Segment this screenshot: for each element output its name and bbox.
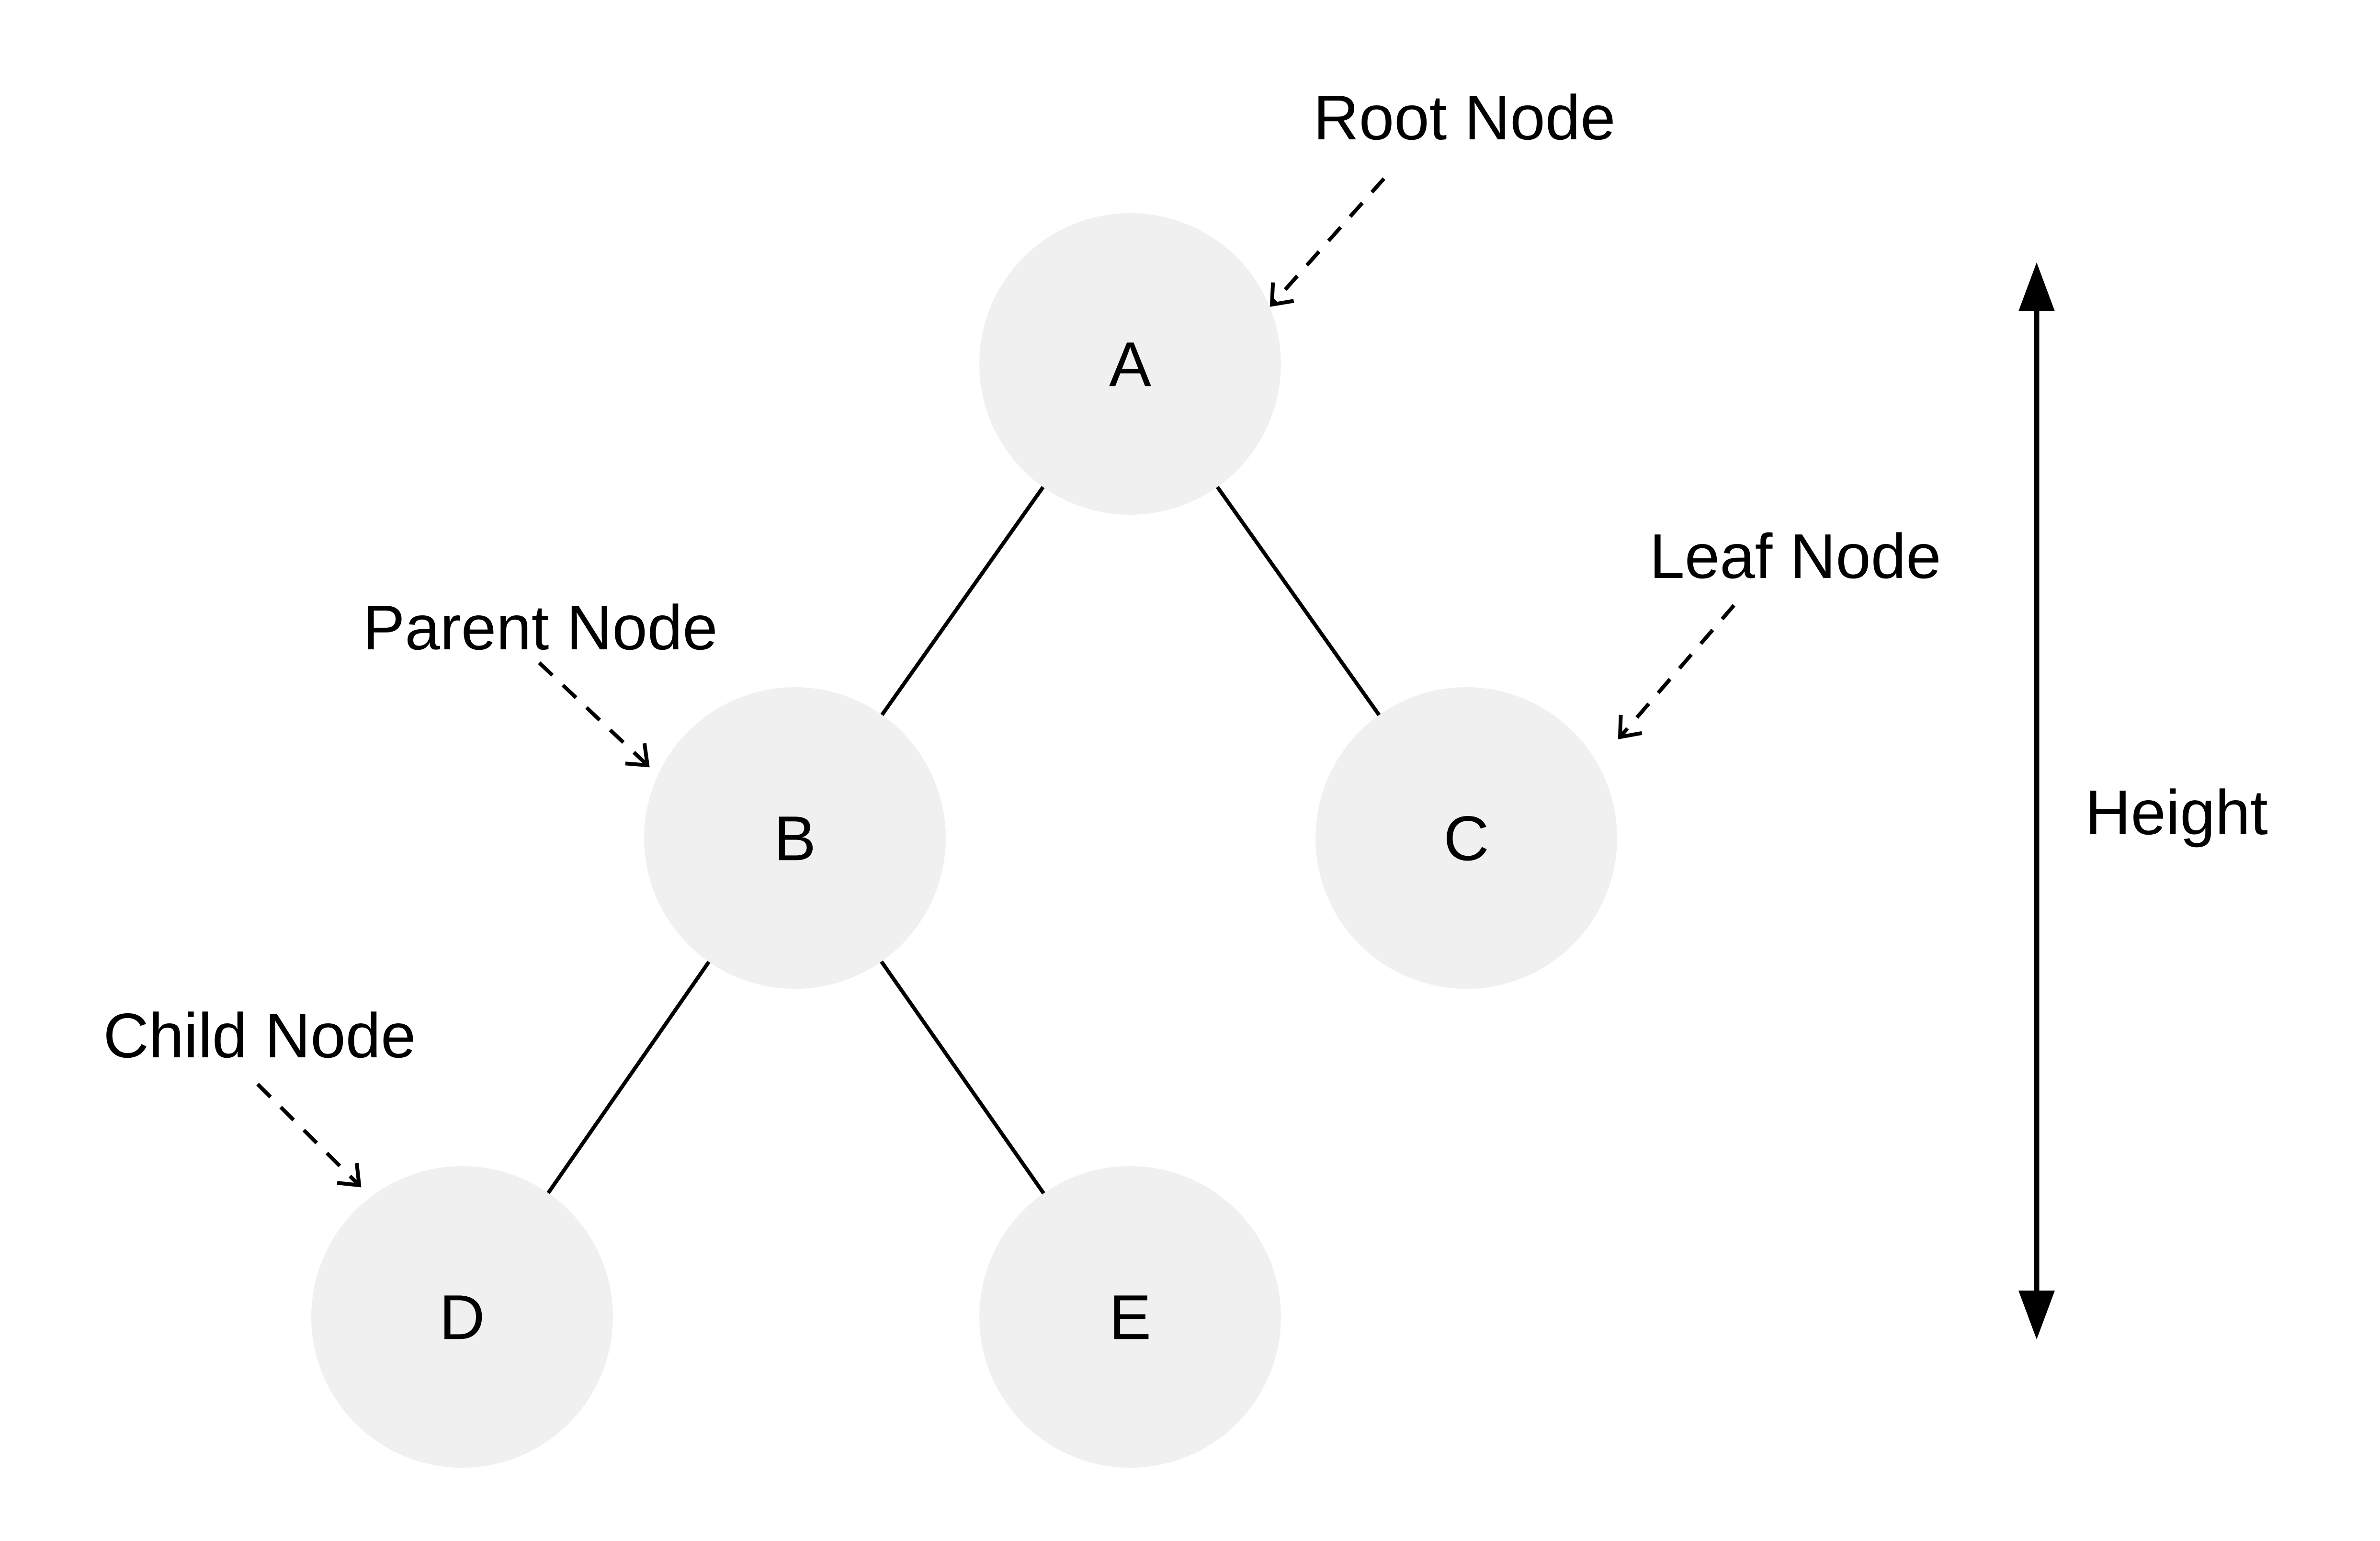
parent-node-arrow xyxy=(538,661,650,768)
annotation-child-node: Child Node xyxy=(103,1000,416,1188)
node-D: D xyxy=(311,1166,613,1468)
leaf-node-arrow xyxy=(1618,604,1736,739)
annotation-root-node: Root Node xyxy=(1269,82,1616,307)
node-C-circle xyxy=(1315,687,1617,989)
parent-node-label: Parent Node xyxy=(363,592,717,663)
leaf-node-label: Leaf Node xyxy=(1649,521,1941,591)
child-node-arrow xyxy=(256,1083,362,1188)
tree-nodes: A B C D E xyxy=(311,213,1617,1468)
child-node-label: Child Node xyxy=(103,1000,416,1071)
annotations: Root Node Parent Node Leaf Node Child No… xyxy=(103,82,1941,1188)
node-E-circle xyxy=(979,1166,1281,1468)
node-A: A xyxy=(979,213,1281,515)
height-arrow-head-bottom xyxy=(2018,1291,2055,1339)
height-label: Height xyxy=(2085,777,2268,848)
node-E: E xyxy=(979,1166,1281,1468)
node-C: C xyxy=(1315,687,1617,989)
node-A-label: A xyxy=(1109,329,1151,399)
node-D-circle xyxy=(311,1166,613,1468)
annotation-parent-node: Parent Node xyxy=(363,592,718,768)
node-E-label: E xyxy=(1109,1282,1151,1352)
node-B-circle xyxy=(644,687,946,989)
node-A-circle xyxy=(979,213,1281,515)
height-indicator: Height xyxy=(2018,262,2268,1339)
node-D-label: D xyxy=(439,1282,485,1352)
annotation-leaf-node: Leaf Node xyxy=(1618,521,1941,739)
root-node-arrow xyxy=(1269,177,1385,307)
node-C-label: C xyxy=(1443,803,1489,873)
node-B: B xyxy=(644,687,946,989)
node-B-label: B xyxy=(774,803,816,873)
height-arrow-head-top xyxy=(2018,262,2055,311)
root-node-label: Root Node xyxy=(1313,82,1615,153)
